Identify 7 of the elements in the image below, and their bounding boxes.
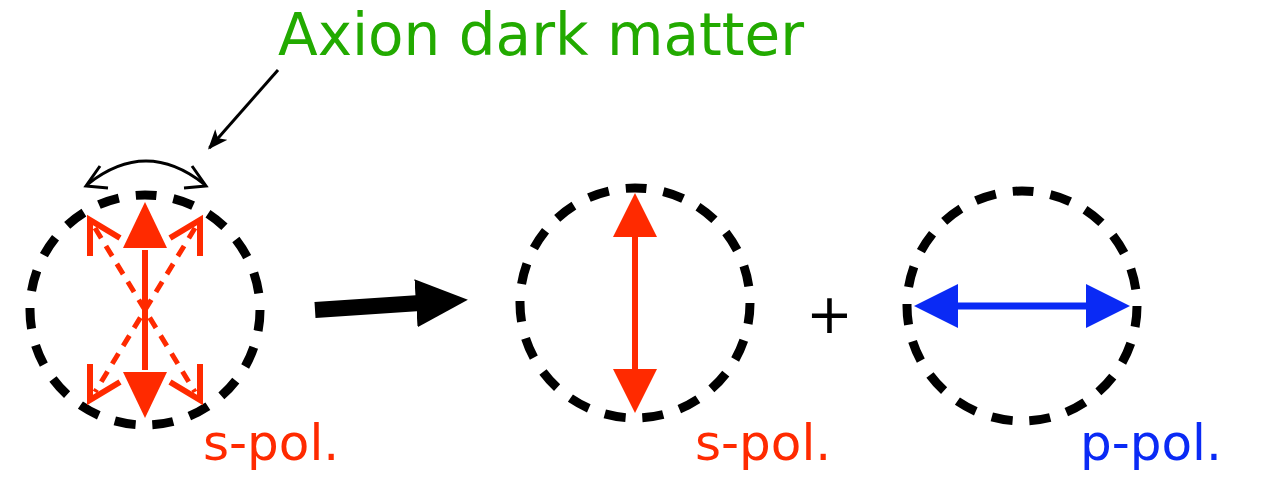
process-arrow [314,279,468,328]
polarization-label: s-pol. [695,418,832,468]
leader-arrow [208,69,280,150]
polarization-label: s-pol. [203,418,340,468]
polarization-label: p-pol. [1080,418,1222,468]
title-text: Axion dark matter [278,6,806,64]
plus-sign: + [806,286,853,342]
